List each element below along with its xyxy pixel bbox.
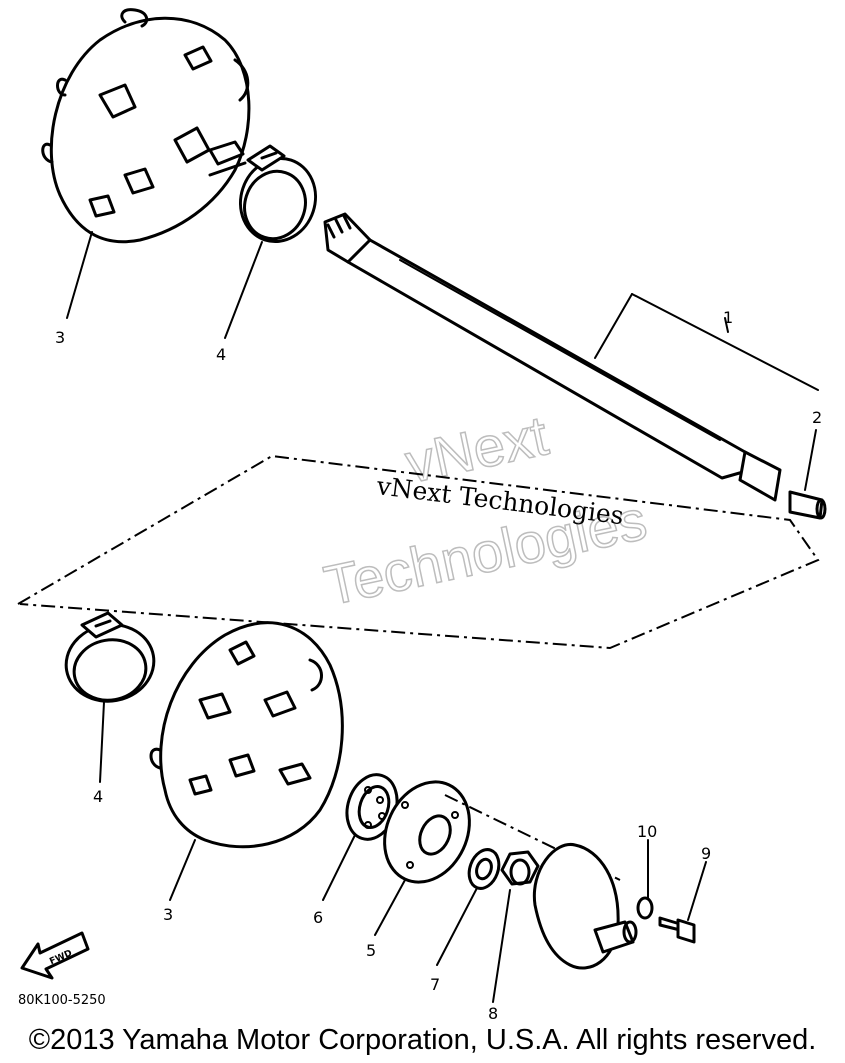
callout-4-upper: 4 xyxy=(216,345,226,364)
callouts: 1 2 3 4 4 3 6 5 7 8 10 9 xyxy=(55,308,822,1023)
callout-3-lower: 3 xyxy=(163,905,173,924)
callout-4-lower: 4 xyxy=(93,787,103,806)
assembly-frame xyxy=(17,454,820,650)
upper-clamp xyxy=(238,144,318,244)
small-washer xyxy=(636,896,654,920)
callout-8: 8 xyxy=(488,1004,498,1023)
washer xyxy=(467,848,501,890)
callout-1: 1 xyxy=(723,308,733,327)
copyright-notice: ©2013 Yamaha Motor Corporation, U.S.A. A… xyxy=(28,1024,817,1056)
callout-6: 6 xyxy=(313,908,323,927)
lower-clamp xyxy=(64,611,156,703)
parts-diagram: vNext Technologies xyxy=(17,8,827,1023)
callout-2: 2 xyxy=(812,408,822,427)
callout-10: 10 xyxy=(637,822,657,841)
hub-flange xyxy=(532,843,638,970)
leader-lines xyxy=(66,231,819,1003)
axle-collar xyxy=(788,490,827,520)
nut xyxy=(500,850,540,886)
callout-5: 5 xyxy=(366,941,376,960)
callout-9: 9 xyxy=(701,844,711,863)
bolt xyxy=(658,916,696,944)
fwd-arrow-icon: FWD xyxy=(20,931,90,980)
callout-3-upper: 3 xyxy=(55,328,65,347)
drive-axle xyxy=(323,212,782,502)
lower-sprocket xyxy=(149,621,344,849)
upper-sprocket xyxy=(41,8,251,244)
callout-7: 7 xyxy=(430,975,440,994)
diagram-code: 80K100-5250 xyxy=(18,993,106,1008)
